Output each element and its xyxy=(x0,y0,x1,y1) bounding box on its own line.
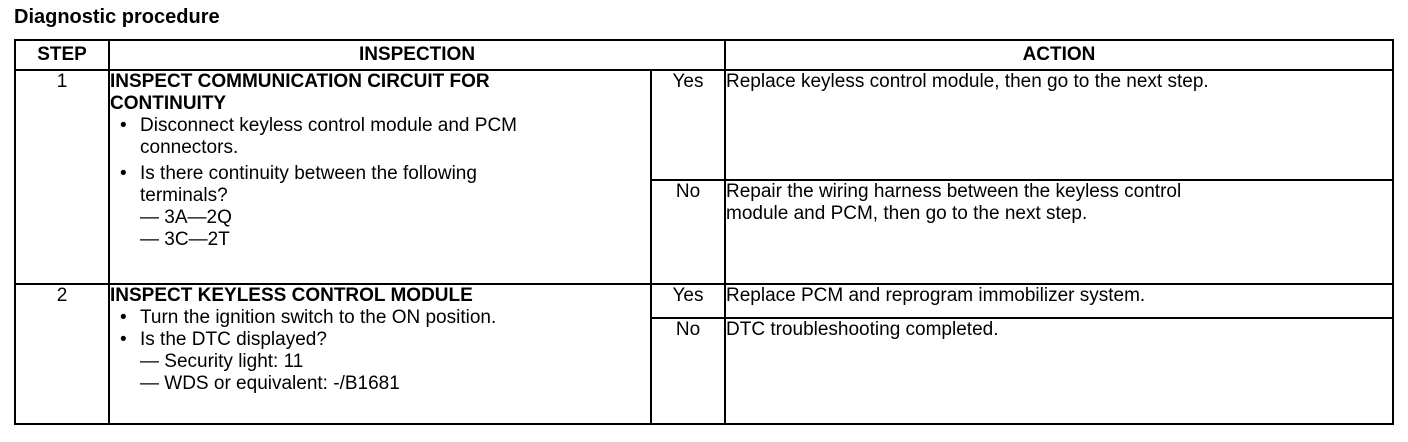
no-action: Repair the wiring harness between the ke… xyxy=(724,179,1394,285)
yes-action: Replace keyless control module, then go … xyxy=(724,69,1394,181)
bullet-icon: • xyxy=(120,115,127,136)
sub-item: — 3C—2T xyxy=(140,229,230,250)
diagnostic-table: STEP INSPECTION ACTION 1 INSPECT COMMUNI… xyxy=(14,39,1394,425)
bullet-icon: • xyxy=(120,163,127,184)
table-row: No DTC troubleshooting completed. xyxy=(15,317,1394,425)
step-number: 2 xyxy=(14,283,110,425)
no-label: No xyxy=(650,317,726,425)
header-row: STEP INSPECTION ACTION xyxy=(14,39,1394,71)
inspection-cell: INSPECT COMMUNICATION CIRCUIT FOR CONTIN… xyxy=(108,69,652,285)
inspection-bullets: • Turn the ignition switch to the ON pos… xyxy=(110,307,650,351)
list-item: • Disconnect keyless control module and … xyxy=(120,115,518,158)
inspection-bullets: • Disconnect keyless control module and … xyxy=(110,115,650,207)
bullet-icon: • xyxy=(120,329,127,350)
yes-label: Yes xyxy=(650,69,726,181)
yes-label: Yes xyxy=(650,283,726,319)
inspection-heading: INSPECT COMMUNICATION CIRCUIT FOR CONTIN… xyxy=(110,71,490,114)
step-number: 1 xyxy=(14,69,110,285)
yes-action: Replace PCM and reprogram immobilizer sy… xyxy=(724,283,1394,319)
list-item: • Turn the ignition switch to the ON pos… xyxy=(120,307,497,328)
table-row: No Repair the wiring harness between the… xyxy=(15,179,1394,285)
header-action: ACTION xyxy=(724,39,1394,71)
no-label: No xyxy=(650,179,726,285)
sub-item: — Security light: 11 xyxy=(140,351,304,372)
list-item: • Is the DTC displayed? xyxy=(120,329,327,350)
header-inspection: INSPECTION xyxy=(108,39,726,71)
sub-item: — 3A—2Q xyxy=(140,207,232,228)
inspection-heading: INSPECT KEYLESS CONTROL MODULE xyxy=(110,285,473,306)
header-step: STEP xyxy=(14,39,110,71)
list-item: • Is there continuity between the follow… xyxy=(120,163,477,206)
bullet-icon: • xyxy=(120,307,127,328)
page-title: Diagnostic procedure xyxy=(14,6,220,28)
table-row: 1 INSPECT COMMUNICATION CIRCUIT FOR CONT… xyxy=(14,69,1394,285)
sub-item: — WDS or equivalent: -/B1681 xyxy=(140,373,400,394)
table-row: 2 INSPECT KEYLESS CONTROL MODULE • Turn … xyxy=(14,283,1394,425)
no-action: DTC troubleshooting completed. xyxy=(724,317,1394,425)
inspection-cell: INSPECT KEYLESS CONTROL MODULE • Turn th… xyxy=(108,283,652,425)
